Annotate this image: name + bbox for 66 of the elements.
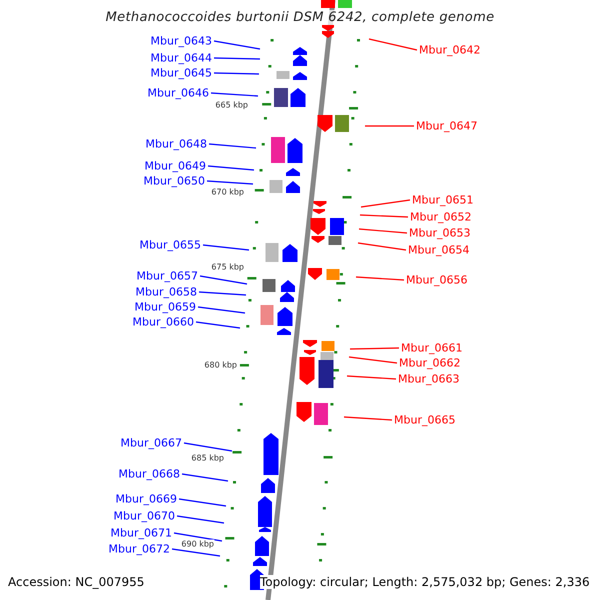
gene-label: Mbur_0661 xyxy=(401,342,462,354)
leader-line xyxy=(210,92,258,97)
leader-line xyxy=(368,38,418,51)
position-label: 665 kbp xyxy=(215,100,248,110)
gene-label: Mbur_0643 xyxy=(150,34,212,48)
leader-line xyxy=(208,165,254,171)
leader-line xyxy=(356,276,404,281)
gene-label: Mbur_0648 xyxy=(146,138,207,150)
leader-line xyxy=(174,532,222,542)
leader-line xyxy=(346,375,396,380)
footer-text: Topology: circular; Length: 2,575,032 bp; Genes: 2,336 xyxy=(260,575,590,589)
gene-label: Mbur_0672 xyxy=(108,542,170,556)
leader-line xyxy=(348,356,398,364)
leader-line xyxy=(196,321,240,329)
gene-label: Mbur_0653 xyxy=(409,226,470,240)
leader-line xyxy=(178,498,226,507)
position-label: 685 kbp xyxy=(191,454,224,462)
gene-label: Mbur_0665 xyxy=(394,414,456,426)
gene-label: Mbur_0670 xyxy=(114,510,175,522)
gene-label: Mbur_0671 xyxy=(110,526,172,540)
gene-label: Mbur_0667 xyxy=(120,436,182,450)
leader-line xyxy=(214,57,260,60)
gene-label: Mbur_0649 xyxy=(144,160,206,172)
leader-line xyxy=(184,442,232,452)
gene-label: Mbur_0662 xyxy=(399,356,460,370)
leader-line xyxy=(198,291,246,296)
position-label: 690 kbp xyxy=(181,540,214,548)
gene-label: Mbur_0652 xyxy=(410,210,472,224)
gene-label: Mbur_0658 xyxy=(136,286,197,298)
leader-line xyxy=(360,214,408,218)
leader-line xyxy=(200,275,248,285)
position-label: 675 kbp xyxy=(211,262,244,272)
gene-label: Mbur_0659 xyxy=(134,300,196,314)
leader-line xyxy=(344,416,392,421)
gene-label: Mbur_0647 xyxy=(416,120,478,132)
gene-label: Mbur_0660 xyxy=(132,316,194,328)
leader-line xyxy=(360,199,410,208)
leader-line xyxy=(214,72,260,75)
footer-text: Accession: NC_007955 xyxy=(8,575,144,589)
gene-label: Mbur_0668 xyxy=(118,468,180,480)
gene-label: Mbur_0669 xyxy=(116,492,177,506)
leader-line xyxy=(198,306,246,314)
leader-line xyxy=(358,242,406,251)
gene-label: Mbur_0651 xyxy=(412,194,474,206)
gene-label: Mbur_0646 xyxy=(148,86,209,100)
leader-line xyxy=(358,228,408,234)
gene-label: Mbur_0654 xyxy=(408,244,470,256)
leader-line xyxy=(206,180,254,185)
leader-line xyxy=(202,244,250,251)
position-label: 670 kbp xyxy=(211,188,244,196)
leader-line xyxy=(172,548,220,557)
gene-label: Mbur_0642 xyxy=(419,44,480,56)
gene-label: Mbur_0644 xyxy=(150,52,212,64)
gene-label: Mbur_0650 xyxy=(144,174,205,188)
leader-line xyxy=(208,143,256,149)
gene-label: Mbur_0663 xyxy=(398,372,460,386)
gene-label: Mbur_0656 xyxy=(406,274,468,286)
leader-line xyxy=(350,347,400,350)
gene-label: Mbur_0655 xyxy=(140,238,201,252)
leader-line xyxy=(176,515,224,524)
leader-line xyxy=(365,125,414,127)
gene-label: Mbur_0657 xyxy=(136,270,198,282)
leader-line xyxy=(182,473,228,482)
position-label: 680 kbp xyxy=(204,360,237,370)
leader-line xyxy=(214,40,260,50)
gene-label: Mbur_0645 xyxy=(150,66,212,80)
